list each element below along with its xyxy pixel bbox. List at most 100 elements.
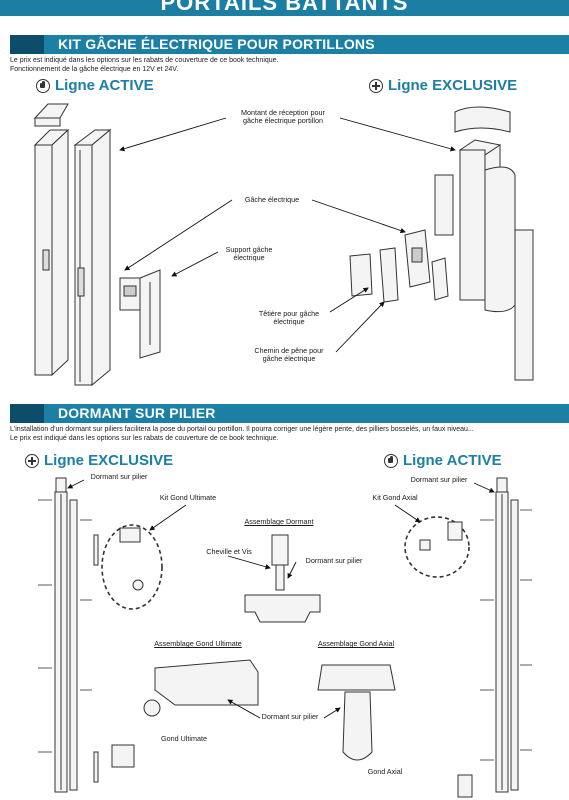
exclusive-cover — [514, 229, 534, 381]
plus-circle-icon — [369, 78, 383, 93]
label-gond-ultimate: Gond Ultimate — [161, 734, 207, 743]
label-cheville: Cheville et Vis — [206, 547, 252, 556]
dormant-cap-left — [55, 477, 67, 493]
arrow-dormant-left — [67, 479, 85, 489]
cheville-body — [271, 534, 289, 566]
exclusive-plate — [434, 174, 454, 236]
gache-arrows — [119, 117, 456, 353]
intro-line: L'installation d'un dormant sur piliers … — [10, 426, 474, 433]
label-gond-axial: Gond Axial — [367, 767, 403, 776]
label-kit-ultimate: Kit Gond Ultimate — [159, 493, 217, 502]
left-montant-side — [91, 128, 111, 387]
dormant-illustration — [54, 477, 519, 798]
kit-ultimate-circle — [101, 524, 163, 610]
intro-line: Le prix est indiqué dans les options sur… — [10, 434, 279, 442]
intro-line: Le prix est indiqué dans les options sur… — [10, 57, 279, 64]
arrow-support — [171, 251, 219, 277]
gache-bolt — [123, 285, 137, 297]
post-slot — [42, 249, 50, 271]
gache-illustration — [33, 103, 534, 387]
gond-ultimate-piece — [111, 744, 135, 768]
label-line: Support gâche — [225, 245, 273, 254]
section-title-gache: KIT GÂCHE ÉLECTRIQUE POUR PORTILLONS — [58, 36, 375, 52]
kit-ultimate-washer — [132, 579, 144, 591]
gond-ultimate-pivot — [143, 699, 161, 717]
dormant-strip-left — [93, 534, 99, 566]
kit-axial-nut — [419, 539, 431, 551]
left-montant — [74, 144, 93, 386]
exclusive-cap — [454, 106, 511, 133]
label-line: électrique — [233, 253, 265, 263]
arrow-dormant-bottom-left — [227, 699, 261, 719]
dormant-profile-left — [69, 499, 78, 791]
thumbs-up-icon — [36, 78, 50, 93]
label-tetiere: Têtière pour gâche électrique — [248, 309, 330, 327]
screw-set — [38, 499, 532, 761]
label-montant: Montant de réception pour gâche électriq… — [226, 108, 340, 126]
section-title-dormant: DORMANT SUR PILIER — [58, 405, 216, 421]
ligne-active-heading-2: Ligne ACTIVE — [384, 452, 502, 469]
dormant-arrows — [67, 479, 495, 719]
dormant-profile-right — [510, 499, 519, 791]
post-cap — [33, 103, 69, 119]
ligne-exclusive-heading-2: Ligne EXCLUSIVE — [25, 452, 173, 469]
arrow-montant-right — [339, 117, 456, 152]
thumbs-up-icon — [384, 453, 398, 468]
strike-bolt — [411, 247, 423, 263]
ligne-active-heading: Ligne ACTIVE — [36, 77, 154, 94]
arrow-dormant-bottom-right — [323, 707, 341, 719]
intro-line: Fonctionnement de la gâche électrique en… — [10, 65, 179, 73]
arrow-kit-ultimate — [149, 504, 187, 531]
section-header-gache: KIT GÂCHE ÉLECTRIQUE POUR PORTILLONS — [10, 35, 569, 54]
page-title: PORTAILS BATTANTS — [160, 0, 409, 15]
arrow-cheville — [227, 555, 271, 570]
arrow-chemin — [335, 301, 385, 353]
ligne-exclusive-heading: Ligne EXCLUSIVE — [369, 77, 517, 94]
cheville-screw — [275, 564, 285, 591]
label-assemblage-axial: Assemblage Gond Axial — [317, 639, 395, 648]
dormant-cap-right — [496, 477, 508, 493]
exclusive-profile — [484, 166, 516, 313]
label-support: Support gâche électrique — [214, 245, 284, 263]
label-dormant-right: Dormant sur pilier — [410, 475, 468, 484]
page-title-bar: PORTAILS BATTANTS — [0, 0, 569, 16]
label-kit-axial: Kit Gond Axial — [372, 493, 418, 502]
gond-ultimate-assembly — [154, 659, 259, 706]
section-intro-dormant: L'installation d'un dormant sur piliers … — [10, 426, 474, 443]
left-post-side — [51, 128, 69, 377]
label-line: Montant de réception pour — [241, 108, 325, 117]
arrow-kit-axial — [394, 504, 421, 523]
kit-axial-part — [447, 521, 463, 541]
label-line: gâche électrique — [262, 354, 316, 364]
post-cap-front — [34, 117, 61, 127]
arrow-tetiere — [329, 287, 369, 313]
label-dormant-left: Dormant sur pilier — [90, 472, 148, 481]
label-line: Chemin de pêne pour — [254, 346, 324, 355]
strike-plate — [431, 257, 449, 301]
label-line: électrique — [273, 317, 305, 327]
label-chemin: Chemin de pêne pour gâche électrique — [242, 346, 336, 364]
arrow-montant-left — [119, 117, 227, 152]
ligne-active-label: Ligne ACTIVE — [55, 77, 154, 94]
ligne-exclusive-label-2: Ligne EXCLUSIVE — [44, 452, 174, 469]
label-assemblage-ultimate: Assemblage Gond Ultimate — [154, 639, 242, 648]
label-line: gâche électrique portillon — [243, 116, 323, 126]
section-header-dormant: DORMANT SUR PILIER — [10, 404, 569, 423]
section-intro-gache: Le prix est indiqué dans les options sur… — [10, 57, 279, 74]
gond-axial-head — [317, 664, 396, 691]
tetiere — [379, 247, 399, 303]
arrow-dormant-center — [287, 561, 297, 579]
dormant-section — [244, 594, 321, 623]
chemin-pene — [349, 253, 373, 297]
label-line: Têtière pour gâche — [258, 309, 320, 318]
kit-axial-circle — [404, 516, 470, 578]
label-dormant-bottom: Dormant sur pilier — [261, 712, 319, 721]
kit-ultimate-part — [119, 527, 141, 543]
montant-slot — [77, 267, 85, 297]
label-assemblage-dormant: Assemblage Dormant — [244, 517, 314, 526]
dormant-strip-left-2 — [93, 751, 99, 783]
arrow-dormant-right — [473, 482, 495, 493]
gond-axial-body — [342, 691, 373, 761]
gond-axial-piece — [457, 774, 473, 798]
